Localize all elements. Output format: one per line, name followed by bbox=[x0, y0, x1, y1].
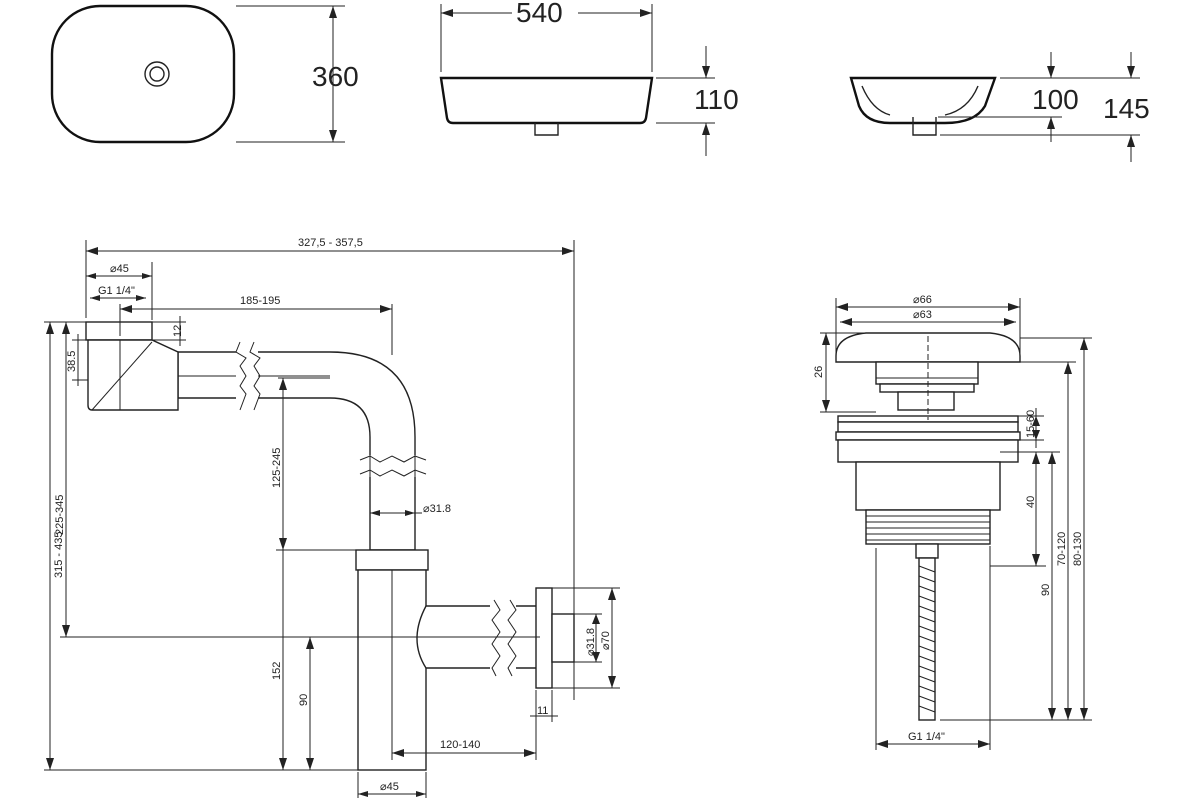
valve-stem-housing bbox=[875, 361, 979, 385]
basin-side-view: 100 145 bbox=[849, 52, 1150, 162]
dim-wall-flange-thickness: 11 bbox=[537, 705, 548, 717]
wall-pipe bbox=[551, 613, 575, 663]
dim-valve-cap-inner: ⌀63 bbox=[913, 309, 932, 321]
basin-top-outline bbox=[50, 4, 236, 144]
dim-valve-clamp-range: 15-60 bbox=[1025, 410, 1037, 438]
basin-front-view: 540 110 bbox=[439, 0, 739, 156]
dim-basin-side-total: 145 bbox=[1103, 93, 1150, 124]
siphon-body-nut bbox=[355, 549, 429, 571]
basin-top-view: 360 bbox=[50, 4, 359, 144]
drain-hole-outer bbox=[144, 61, 170, 87]
dim-siphon-total-length: 327,5 - 357,5 bbox=[298, 237, 363, 249]
dim-siphon-inlet-diameter: ⌀45 bbox=[110, 263, 129, 275]
dim-siphon-bottom-to-outlet: 90 bbox=[298, 694, 310, 706]
dim-siphon-horizontal-run: 185-195 bbox=[240, 295, 280, 307]
dim-basin-side-inner: 100 bbox=[1032, 84, 1079, 115]
valve-thread bbox=[865, 509, 991, 545]
dim-siphon-vertical-adjust: 125-245 bbox=[271, 448, 283, 488]
drain-hole-inner bbox=[149, 66, 165, 82]
dim-basin-height-front: 110 bbox=[694, 84, 739, 115]
dim-valve-length-a: 70-120 bbox=[1056, 532, 1068, 566]
dim-siphon-height-inlet-outlet: 225-345 bbox=[54, 495, 66, 535]
siphon-inlet-elbow bbox=[87, 339, 179, 411]
dim-wall-flange-diameter: ⌀70 bbox=[600, 631, 612, 650]
dim-siphon-body-diameter: ⌀45 bbox=[380, 781, 399, 793]
dim-siphon-outlet-height: 152 bbox=[271, 662, 283, 680]
dim-siphon-total-height: 315 - 435 bbox=[53, 532, 65, 578]
dim-valve-length-b: 80-130 bbox=[1072, 532, 1084, 566]
valve-body bbox=[855, 461, 1001, 511]
siphon-inlet-nut bbox=[85, 321, 153, 341]
wall-flange bbox=[535, 587, 553, 689]
dim-siphon-outlet-run: 120-140 bbox=[440, 739, 480, 751]
dim-valve-rod-length: 90 bbox=[1040, 584, 1052, 596]
dim-valve-cap-outer: ⌀66 bbox=[913, 294, 932, 306]
siphon-pipe bbox=[177, 351, 416, 551]
dim-basin-depth: 360 bbox=[312, 61, 359, 92]
dim-valve-body-height: 40 bbox=[1025, 496, 1037, 508]
dim-valve-thread: G1 1/4" bbox=[908, 731, 945, 743]
dim-siphon-nut-height: 12 bbox=[172, 325, 184, 337]
dim-siphon-thread: G1 1/4" bbox=[98, 285, 135, 297]
dim-wall-pipe-diameter: ⌀31.8 bbox=[585, 628, 597, 656]
dim-valve-cap-height: 26 bbox=[813, 366, 825, 378]
dim-siphon-outlet-pipe-diameter: ⌀31.8 bbox=[423, 503, 451, 515]
basin-front-drain bbox=[534, 123, 559, 136]
siphon-drawing: 327,5 - 357,5 ⌀45 G1 1/4" 185-195 12 38.… bbox=[44, 237, 620, 798]
basin-side-drain bbox=[912, 117, 937, 136]
drain-valve-drawing: ⌀66 ⌀63 26 15-60 40 90 bbox=[813, 294, 1092, 750]
dim-siphon-elbow-height: 38.5 bbox=[66, 351, 78, 372]
basin-front-outline bbox=[439, 76, 654, 125]
basin-side-outline bbox=[849, 76, 997, 125]
dim-basin-width: 540 bbox=[516, 0, 563, 28]
